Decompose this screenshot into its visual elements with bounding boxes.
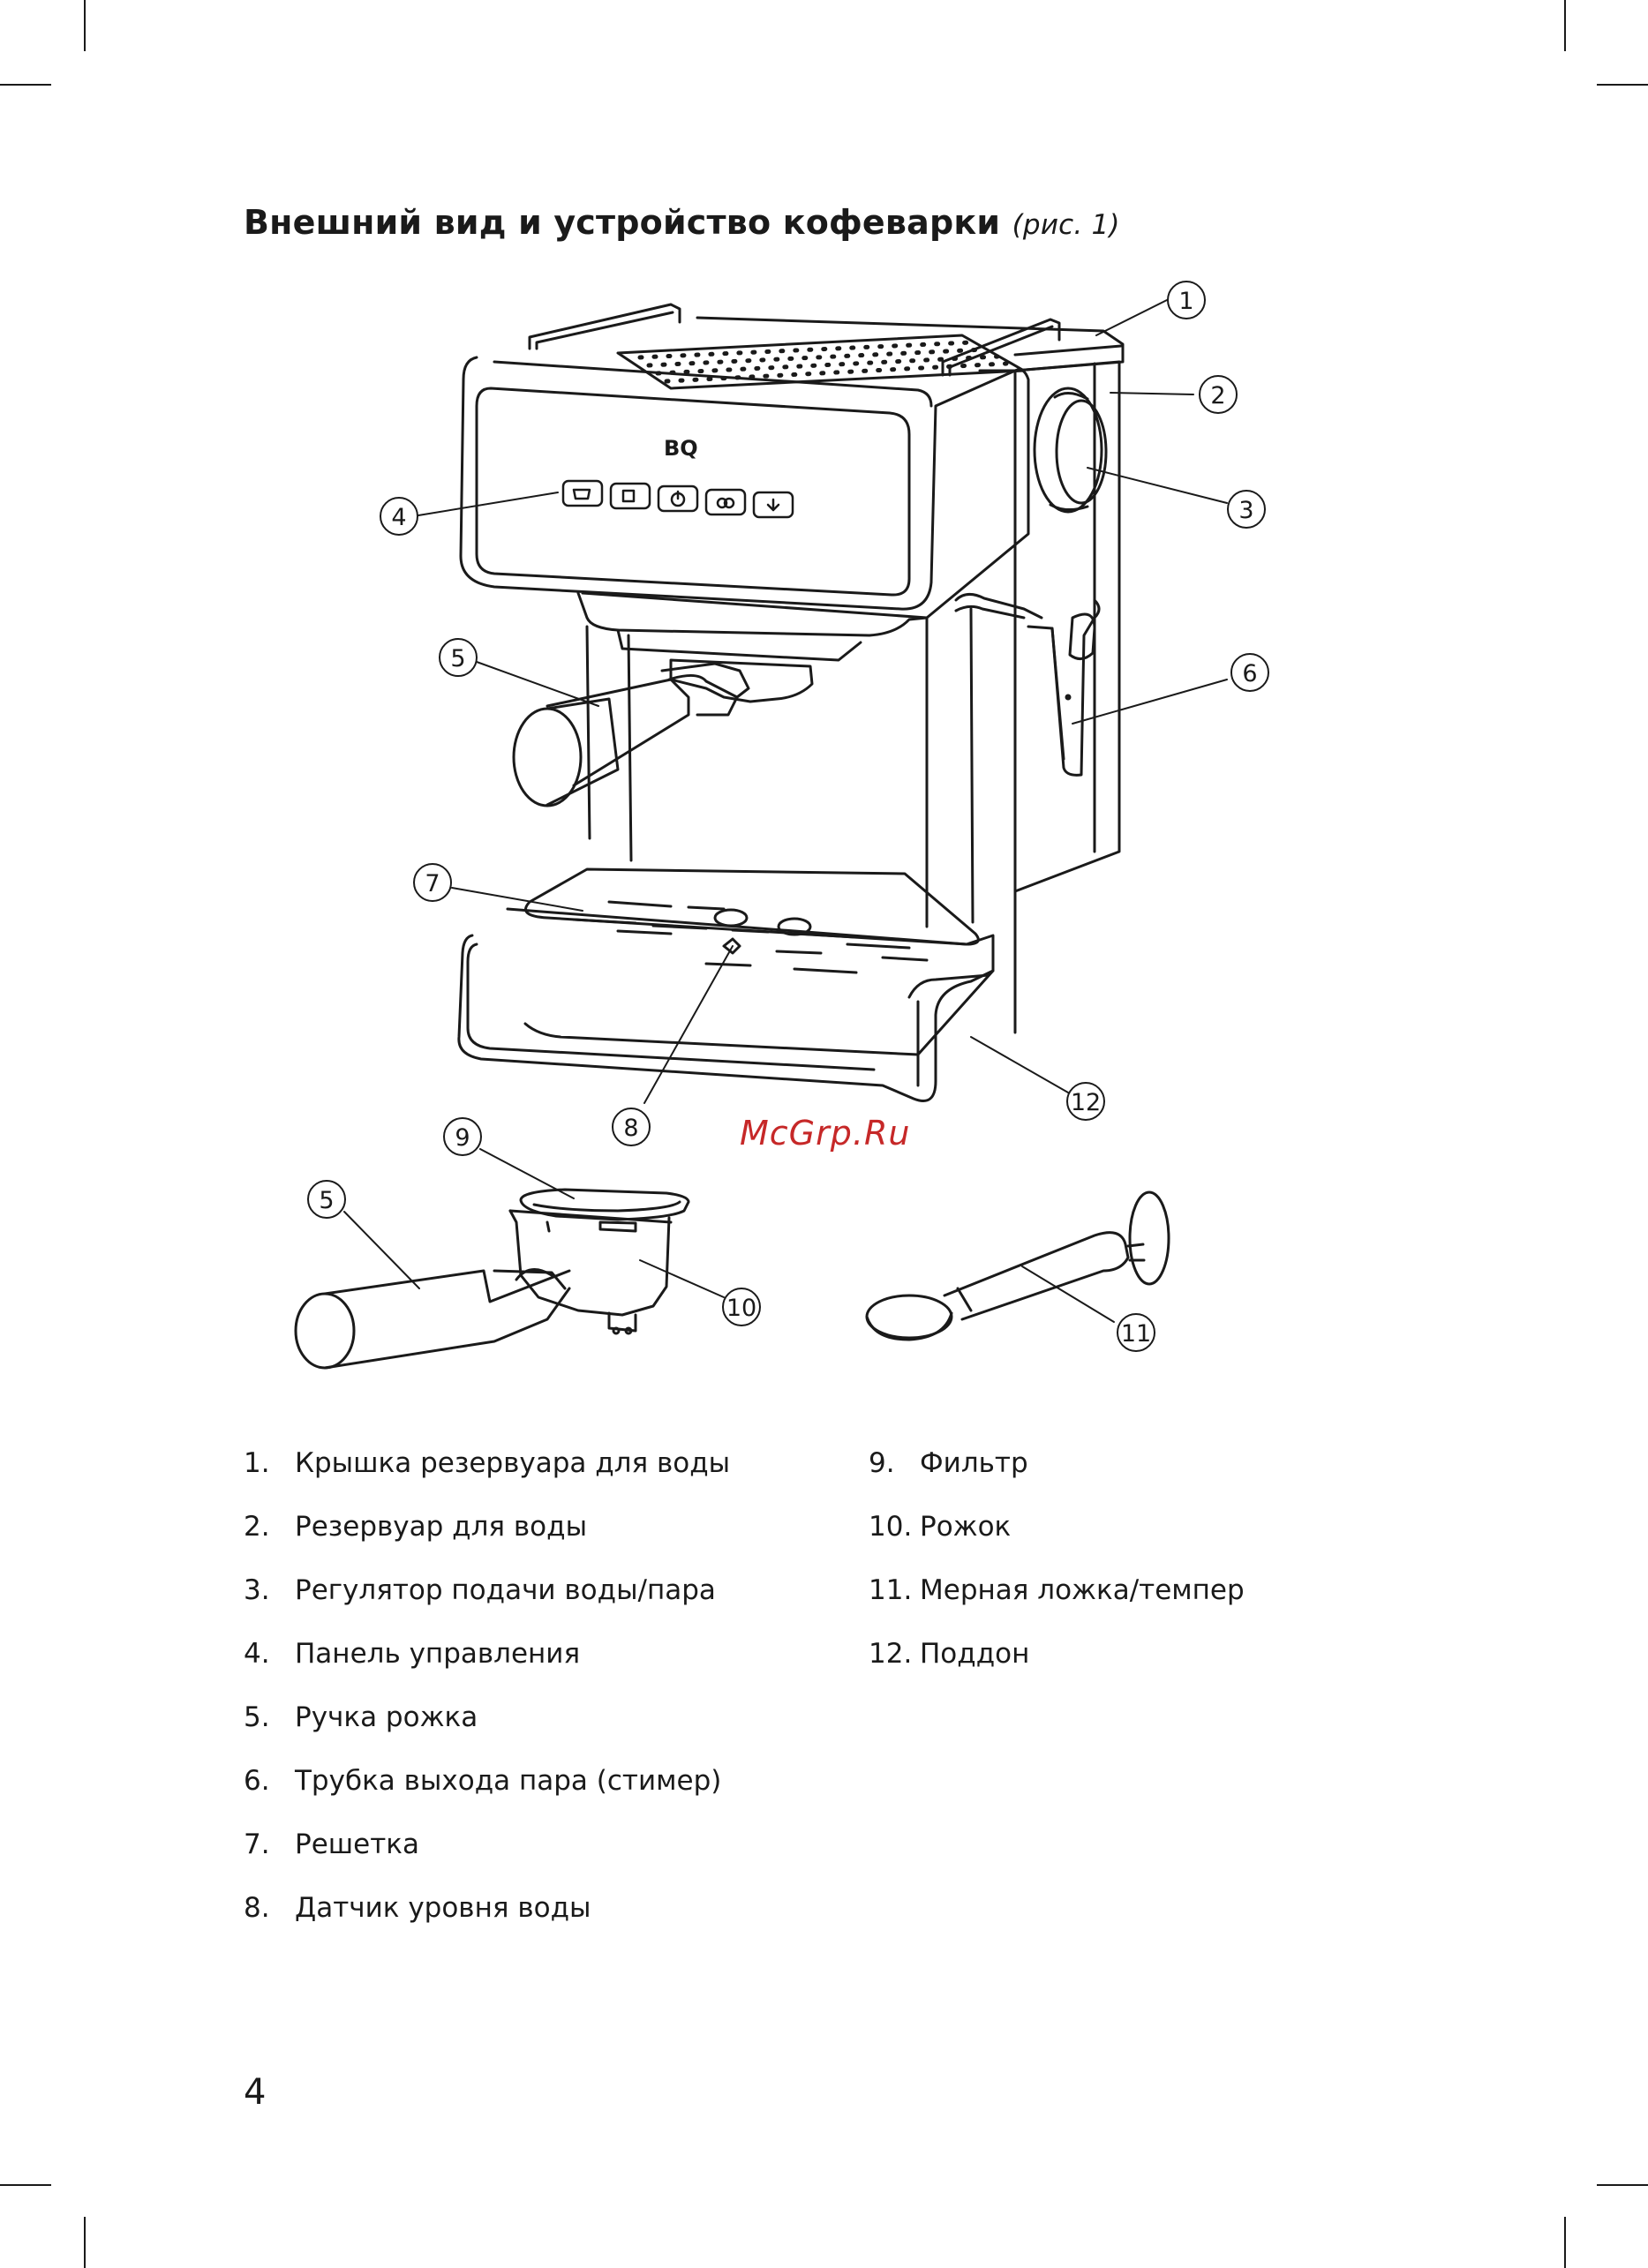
callout-label: 1 bbox=[1178, 288, 1193, 315]
crop-mark bbox=[1564, 0, 1566, 51]
legend-label: Крышка резервуара для воды bbox=[295, 1447, 731, 1479]
callout-label: 5 bbox=[450, 645, 465, 672]
legend-item: 7. Решетка bbox=[244, 1829, 419, 1860]
legend-label: Трубка выхода пара (стимер) bbox=[295, 1765, 722, 1797]
button-single-cup bbox=[561, 479, 604, 507]
measuring-spoon-tamper bbox=[865, 1190, 1170, 1341]
callout-circle bbox=[443, 1117, 482, 1156]
callout-circle bbox=[1167, 281, 1206, 319]
callout-circle bbox=[1199, 375, 1238, 414]
callout-label: 3 bbox=[1238, 497, 1253, 524]
callout-circle bbox=[439, 638, 478, 677]
legend-item: 12.Поддон bbox=[869, 1638, 1029, 1670]
callout-label: 5 bbox=[319, 1187, 334, 1214]
button-hot-water bbox=[752, 491, 794, 519]
callout-circle bbox=[1227, 490, 1266, 529]
legend-item: 2. Резервуар для воды bbox=[244, 1511, 587, 1543]
crop-mark bbox=[1597, 2184, 1648, 2186]
legend-label: Рожок bbox=[920, 1511, 1012, 1543]
control-panel bbox=[561, 479, 794, 519]
page-title: Внешний вид и устройство кофеварки (рис.… bbox=[244, 203, 1120, 242]
legend-number: 4. bbox=[244, 1638, 270, 1670]
callout-label: 8 bbox=[623, 1115, 638, 1142]
legend-item: 3. Регулятор подачи воды/пара bbox=[244, 1574, 716, 1606]
callout-label: 7 bbox=[425, 870, 440, 897]
steam-wand bbox=[954, 593, 1101, 777]
button-steam bbox=[704, 488, 747, 516]
legend-number: 10. bbox=[869, 1511, 913, 1543]
title-text: Внешний вид и устройство кофеварки bbox=[244, 203, 1001, 242]
crop-mark bbox=[84, 0, 86, 51]
legend-label: Фильтр bbox=[920, 1447, 1028, 1479]
rail-right bbox=[941, 318, 1061, 377]
callout-circle bbox=[1230, 653, 1269, 692]
legend-label: Ручка рожка bbox=[295, 1701, 478, 1733]
callout-label: 9 bbox=[455, 1124, 470, 1152]
legend-item: 4. Панель управления bbox=[244, 1638, 580, 1670]
legend-number: 1. bbox=[244, 1447, 270, 1479]
crop-mark bbox=[0, 84, 51, 86]
coffee-machine: BQ bbox=[457, 303, 1125, 1102]
legend-item: 8. Датчик уровня воды bbox=[244, 1892, 591, 1924]
crop-mark bbox=[1564, 2217, 1566, 2268]
portafilter-mounted bbox=[512, 658, 814, 807]
crop-mark bbox=[84, 2217, 86, 2268]
legend-label: Мерная ложка/темпер bbox=[920, 1574, 1245, 1606]
coffee-machine-diagram: BQ bbox=[294, 281, 1269, 1370]
callout-circle bbox=[612, 1108, 651, 1146]
legend-number: 12. bbox=[869, 1638, 913, 1670]
legend-number: 8. bbox=[244, 1892, 270, 1924]
button-double-cup bbox=[609, 482, 651, 510]
crop-mark bbox=[1597, 84, 1648, 86]
callout-label: 4 bbox=[391, 504, 406, 531]
legend-label: Поддон bbox=[920, 1638, 1030, 1670]
callout-circle bbox=[1066, 1082, 1105, 1121]
legend-number: 3. bbox=[244, 1574, 270, 1606]
legend-item: 6. Трубка выхода пара (стимер) bbox=[244, 1765, 721, 1797]
front-panel bbox=[459, 356, 1030, 620]
callout-circle bbox=[1117, 1313, 1155, 1352]
legend-label: Датчик уровня воды bbox=[295, 1892, 591, 1924]
rail-left bbox=[528, 303, 681, 350]
page-number: 4 bbox=[244, 2072, 267, 2113]
legend-label: Решетка bbox=[295, 1829, 419, 1860]
legend-number: 11. bbox=[869, 1574, 913, 1606]
callout-label: 6 bbox=[1242, 660, 1257, 687]
callout-label: 11 bbox=[1121, 1320, 1151, 1348]
brand-logo: BQ bbox=[664, 436, 698, 461]
drip-tray bbox=[457, 867, 995, 1102]
legend-item: 5. Ручка рожка bbox=[244, 1701, 478, 1733]
button-power bbox=[657, 484, 699, 513]
callout-label: 2 bbox=[1210, 382, 1225, 409]
legend-label: Резервуар для воды bbox=[295, 1511, 588, 1543]
legend-item: 10.Рожок bbox=[869, 1511, 1011, 1543]
legend-label: Регулятор подачи воды/пара bbox=[295, 1574, 716, 1606]
callout-circle bbox=[413, 863, 452, 902]
legend-number: 7. bbox=[244, 1829, 270, 1860]
callout-label: 12 bbox=[1071, 1089, 1101, 1116]
legend-label: Панель управления bbox=[295, 1638, 581, 1670]
callout-circle bbox=[307, 1180, 346, 1219]
legend-number: 9. bbox=[869, 1447, 895, 1479]
watermark: McGrp.Ru bbox=[740, 1114, 911, 1153]
crop-mark bbox=[0, 2184, 51, 2186]
figure-reference: (рис. 1) bbox=[1012, 209, 1120, 241]
legend-item: 11.Мерная ложка/темпер bbox=[869, 1574, 1245, 1606]
steam-knob bbox=[1033, 387, 1108, 514]
callout-circle bbox=[380, 497, 418, 536]
legend-number: 6. bbox=[244, 1765, 270, 1797]
legend-number: 2. bbox=[244, 1511, 270, 1543]
callout-label: 10 bbox=[726, 1295, 756, 1322]
legend-item: 9. Фильтр bbox=[869, 1447, 1028, 1479]
filter-basket bbox=[519, 1188, 690, 1221]
portafilter-detached bbox=[294, 1188, 690, 1370]
callout-circle bbox=[722, 1288, 761, 1326]
legend-number: 5. bbox=[244, 1701, 270, 1733]
legend-item: 1. Крышка резервуара для воды bbox=[244, 1447, 730, 1479]
